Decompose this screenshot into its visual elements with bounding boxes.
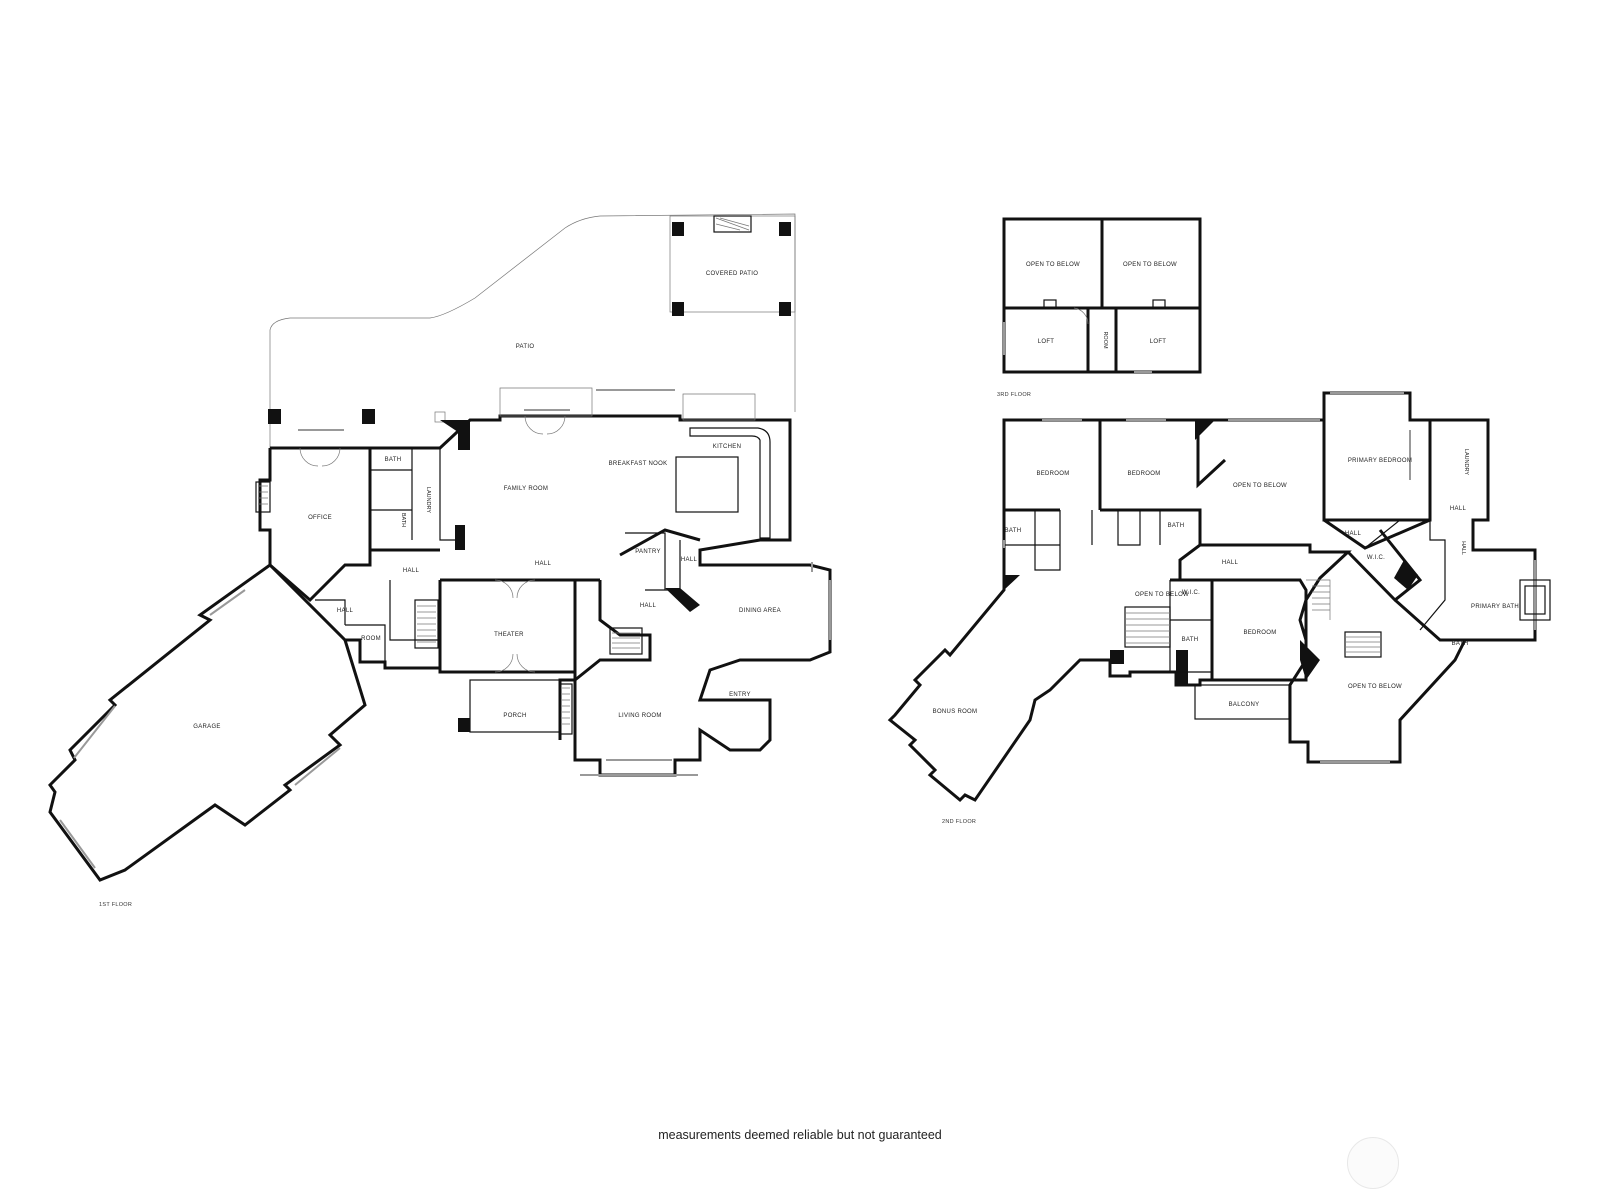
room-label-bath-left: BATH xyxy=(1005,528,1022,534)
room-label-bath: BATH xyxy=(385,457,402,463)
room-label-open-to-below-stair: OPEN TO BELOW xyxy=(1135,592,1189,598)
room-label-pantry: PANTRY xyxy=(635,549,661,555)
room-label-entry: ENTRY xyxy=(729,692,751,698)
room-label-hall-vertical: HALL xyxy=(1460,541,1466,555)
room-label-open-to-below-3f-left: OPEN TO BELOW xyxy=(1026,262,1080,268)
room-label-hall-laundry: HALL xyxy=(1450,506,1467,512)
room-label-wic-small: W.I.C. xyxy=(1182,590,1200,596)
room-label-bonus-room: BONUS ROOM xyxy=(933,709,978,715)
room-label-room: ROOM xyxy=(361,636,381,642)
first-floor-plan: PATIO COVERED PATIO OFFICE BATH BATH LAU… xyxy=(48,213,832,908)
room-label-hall-main-2f: HALL xyxy=(1222,560,1239,566)
room-label-office: OFFICE xyxy=(308,515,332,521)
room-label-breakfast-nook: BREAKFAST NOOK xyxy=(609,461,668,467)
room-label-primary-bath: PRIMARY BATH xyxy=(1471,604,1519,610)
room-label-primary-bedroom: PRIMARY BEDROOM xyxy=(1348,458,1412,464)
room-label-hall-family: HALL xyxy=(535,561,552,567)
room-label-dining-area: DINING AREA xyxy=(739,608,781,614)
room-label-family-room: FAMILY ROOM xyxy=(504,486,548,492)
floor-label-third: 3RD FLOOR xyxy=(997,392,1031,398)
room-label-open-to-below-top: OPEN TO BELOW xyxy=(1233,483,1287,489)
room-label-living-room: LIVING ROOM xyxy=(618,713,661,719)
room-label-hall-dining: HALL xyxy=(640,603,657,609)
room-label-hall-garage: HALL xyxy=(337,608,354,614)
room-label-porch: PORCH xyxy=(503,713,526,719)
room-label-balcony: BALCONY xyxy=(1229,702,1260,708)
room-label-hall-kitchen: HALL xyxy=(681,557,698,563)
room-label-open-to-below-3f-right: OPEN TO BELOW xyxy=(1123,262,1177,268)
room-label-covered-patio: COVERED PATIO xyxy=(706,271,758,277)
room-label-laundry: LAUNDRY xyxy=(425,487,431,514)
room-label-bath-primary-small: BATH xyxy=(1452,641,1469,647)
room-label-bedroom-1: BEDROOM xyxy=(1036,471,1069,477)
room-label-bath-center: BATH xyxy=(1182,637,1199,643)
room-label-bath-2: BATH xyxy=(400,513,406,527)
room-label-room-3f: ROOM xyxy=(1102,331,1108,349)
room-label-loft-left: LOFT xyxy=(1038,339,1055,345)
second-floor-plan: BEDROOM BEDROOM OPEN TO BELOW PRIMARY BE… xyxy=(887,391,1551,825)
room-label-theater: THEATER xyxy=(494,632,524,638)
room-label-bedroom-3: BEDROOM xyxy=(1243,630,1276,636)
room-label-patio: PATIO xyxy=(516,344,535,350)
third-floor-plan: OPEN TO BELOW OPEN TO BELOW LOFT LOFT RO… xyxy=(997,217,1202,398)
room-label-hall-main: HALL xyxy=(403,568,420,574)
room-label-loft-right: LOFT xyxy=(1150,339,1167,345)
watermark-logo xyxy=(1347,1137,1399,1189)
room-label-garage: GARAGE xyxy=(193,724,220,730)
floor-label-first: 1ST FLOOR xyxy=(99,902,132,908)
disclaimer-note: measurements deemed reliable but not gua… xyxy=(658,1128,942,1142)
room-label-laundry-2f: LAUNDRY xyxy=(1463,449,1469,476)
room-label-open-to-below-right: OPEN TO BELOW xyxy=(1348,684,1402,690)
floor-label-second: 2ND FLOOR xyxy=(942,819,976,825)
room-label-hall-primary: HALL xyxy=(1345,531,1362,537)
room-label-wic-primary: W.I.C. xyxy=(1367,555,1385,561)
room-label-bath-mid: BATH xyxy=(1168,523,1185,529)
room-label-bedroom-2: BEDROOM xyxy=(1127,471,1160,477)
room-label-kitchen: KITCHEN xyxy=(713,444,741,450)
